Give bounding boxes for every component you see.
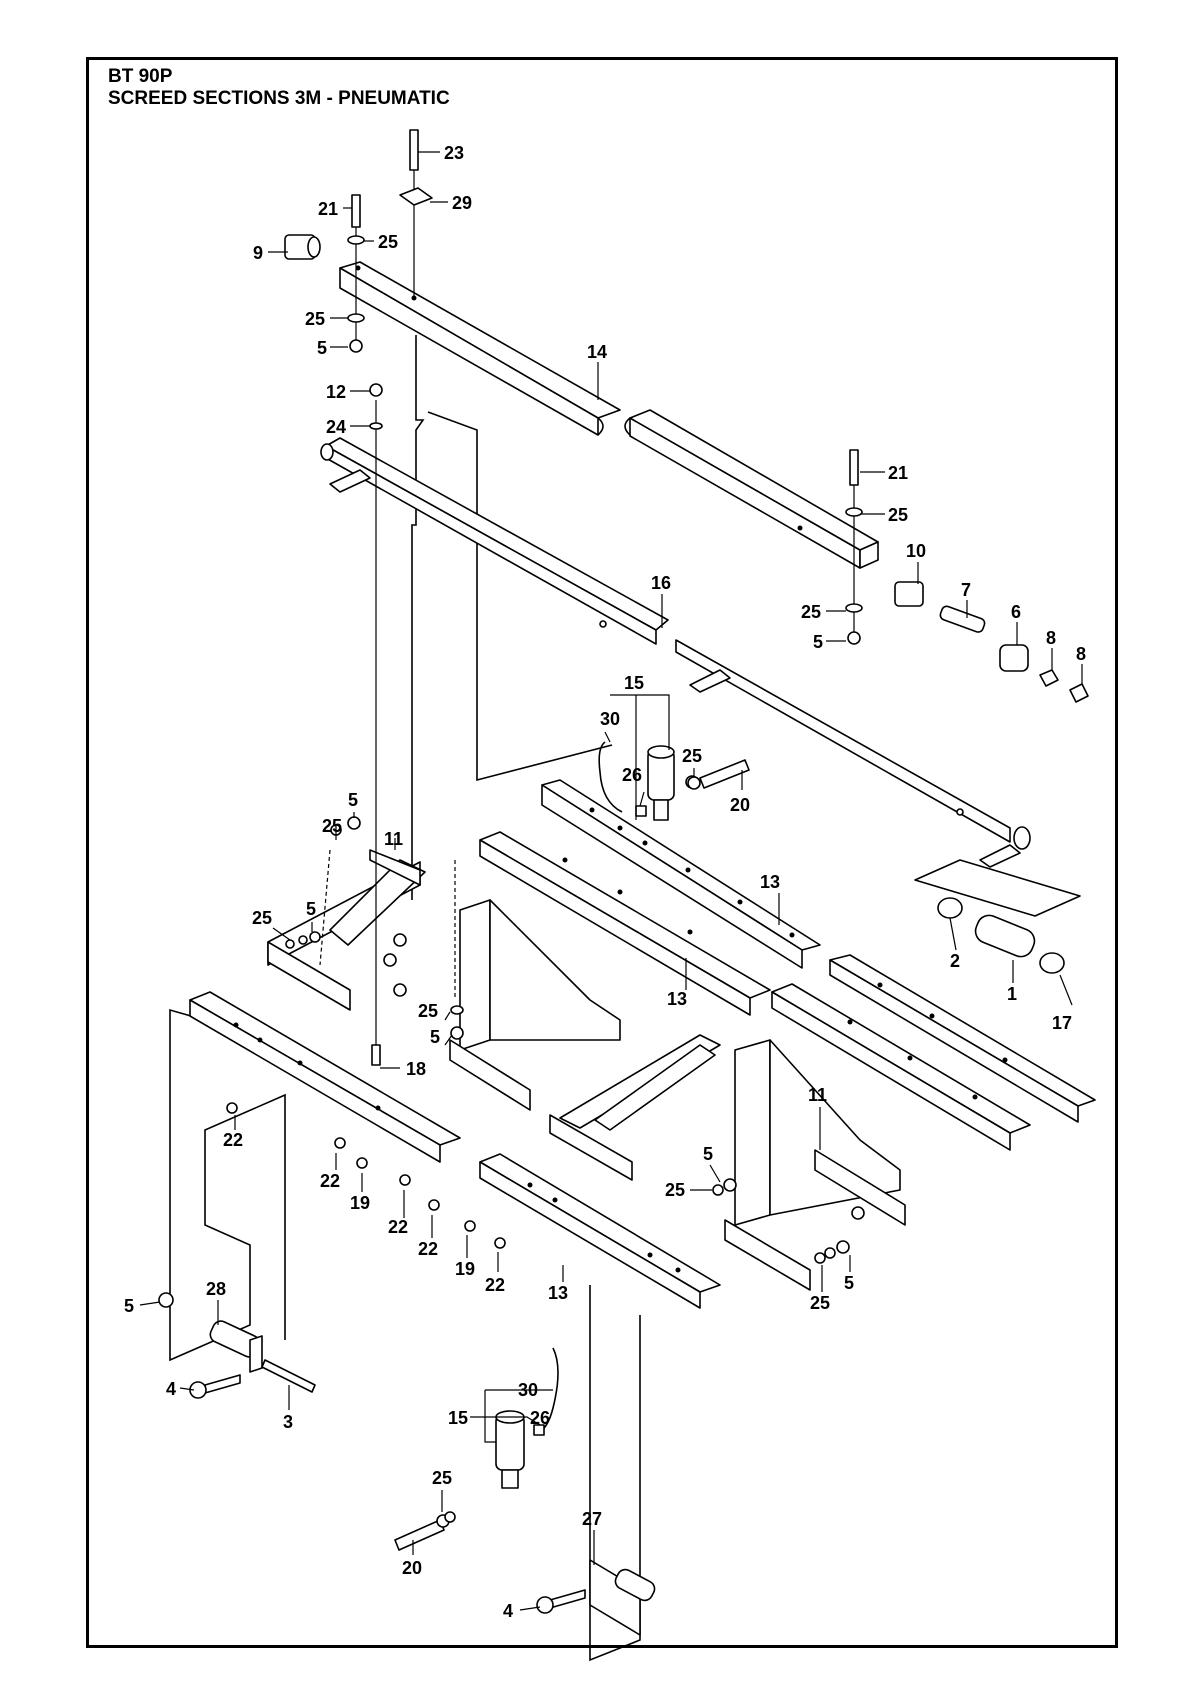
callout-7: 7 bbox=[961, 580, 971, 600]
callout-25: 25 bbox=[252, 908, 272, 928]
callout-25: 25 bbox=[810, 1293, 830, 1313]
callout-25: 25 bbox=[665, 1180, 685, 1200]
callout-21: 21 bbox=[318, 199, 338, 219]
triangular-brackets bbox=[267, 849, 906, 1291]
callout-25: 25 bbox=[378, 232, 398, 252]
callout-2: 2 bbox=[950, 951, 960, 971]
callout-4: 4 bbox=[503, 1601, 513, 1621]
callout-13: 13 bbox=[548, 1283, 568, 1303]
callout-15: 15 bbox=[624, 673, 644, 693]
callout-5: 5 bbox=[124, 1296, 134, 1316]
callout-5: 5 bbox=[317, 338, 327, 358]
callout-25: 25 bbox=[682, 746, 702, 766]
callout-16: 16 bbox=[651, 573, 671, 593]
callout-20: 20 bbox=[402, 1558, 422, 1578]
callout-22: 22 bbox=[320, 1171, 340, 1191]
fasteners bbox=[226, 129, 865, 1523]
callout-labels: 23 29 21 25 9 25 5 14 12 24 21 25 10 7 6… bbox=[124, 143, 1086, 1621]
pneumatic-cylinder-lower bbox=[394, 1347, 559, 1551]
callout-26: 26 bbox=[622, 765, 642, 785]
callout-1: 1 bbox=[1007, 984, 1017, 1004]
callout-14: 14 bbox=[587, 342, 607, 362]
callout-15: 15 bbox=[448, 1408, 468, 1428]
callout-23: 23 bbox=[444, 143, 464, 163]
callout-6: 6 bbox=[1011, 602, 1021, 622]
callout-25: 25 bbox=[418, 1001, 438, 1021]
lower-right-bracket bbox=[536, 1559, 656, 1636]
callout-leaders bbox=[139, 151, 1083, 1611]
callout-22: 22 bbox=[223, 1130, 243, 1150]
callout-10: 10 bbox=[906, 541, 926, 561]
callout-5: 5 bbox=[306, 899, 316, 919]
callout-22: 22 bbox=[418, 1239, 438, 1259]
section-title: SCREED SECTIONS 3M - PNEUMATIC bbox=[108, 88, 450, 109]
callout-24: 24 bbox=[326, 417, 346, 437]
angle-bars bbox=[189, 779, 1096, 1309]
square-tube-upper bbox=[339, 261, 879, 569]
callout-22: 22 bbox=[388, 1217, 408, 1237]
outline-lines bbox=[169, 335, 641, 1662]
callout-29: 29 bbox=[452, 193, 472, 213]
round-tube bbox=[320, 437, 1031, 868]
callout-5: 5 bbox=[348, 790, 358, 810]
callout-4: 4 bbox=[166, 1379, 176, 1399]
callout-21: 21 bbox=[888, 463, 908, 483]
callout-8: 8 bbox=[1046, 628, 1056, 648]
callout-19: 19 bbox=[455, 1259, 475, 1279]
callout-13: 13 bbox=[760, 872, 780, 892]
callout-25: 25 bbox=[305, 309, 325, 329]
callout-30: 30 bbox=[518, 1380, 538, 1400]
callout-28: 28 bbox=[206, 1279, 226, 1299]
lower-left-bracket bbox=[158, 1292, 316, 1399]
cover-plate bbox=[914, 859, 1081, 917]
callout-13: 13 bbox=[667, 989, 687, 1009]
callout-9: 9 bbox=[253, 243, 263, 263]
callout-3: 3 bbox=[283, 1412, 293, 1432]
end-fittings bbox=[284, 234, 1089, 703]
callout-11: 11 bbox=[384, 829, 403, 849]
callout-22: 22 bbox=[485, 1275, 505, 1295]
model-title: BT 90P bbox=[108, 66, 173, 87]
callout-27: 27 bbox=[582, 1509, 602, 1529]
assembly-lines bbox=[319, 150, 855, 1060]
coupler-parts bbox=[937, 897, 1065, 974]
callout-5: 5 bbox=[430, 1027, 440, 1047]
callout-26: 26 bbox=[530, 1408, 550, 1428]
callout-25: 25 bbox=[322, 816, 342, 836]
callout-18: 18 bbox=[406, 1059, 426, 1079]
callout-12: 12 bbox=[326, 382, 346, 402]
drawing-frame bbox=[86, 57, 1118, 1648]
callout-8: 8 bbox=[1076, 644, 1086, 664]
callout-19: 19 bbox=[350, 1193, 370, 1213]
callout-11: 11 bbox=[808, 1085, 827, 1105]
callout-5: 5 bbox=[703, 1144, 713, 1164]
callout-20: 20 bbox=[730, 795, 750, 815]
callout-30: 30 bbox=[600, 709, 620, 729]
callout-5: 5 bbox=[813, 632, 823, 652]
callout-25: 25 bbox=[432, 1468, 452, 1488]
callout-17: 17 bbox=[1052, 1013, 1072, 1033]
callout-5: 5 bbox=[844, 1273, 854, 1293]
callout-25: 25 bbox=[888, 505, 908, 525]
callout-25: 25 bbox=[801, 602, 821, 622]
bracket-plates bbox=[267, 941, 633, 1181]
